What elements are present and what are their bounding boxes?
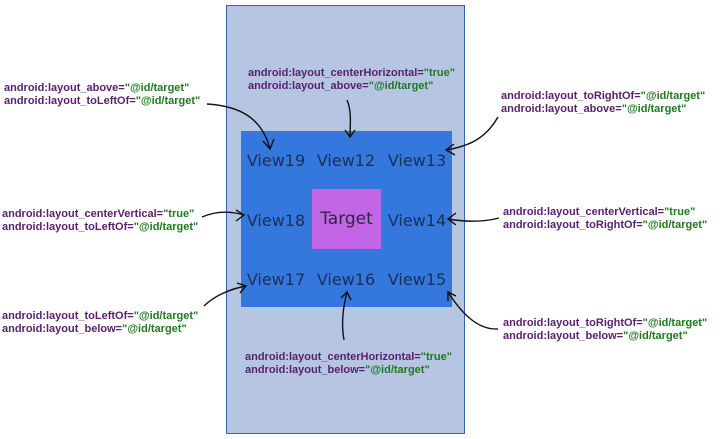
target-view: Target — [312, 189, 381, 249]
annotation-line: android:layout_centerHorizontal="true" — [245, 351, 452, 363]
annotation-line: android:layout_toRightOf="@id/target" — [501, 90, 706, 102]
annotation-line: android:layout_toLeftOf="@id/target" — [2, 310, 199, 322]
annotation-line: android:layout_below="@id/target" — [245, 364, 430, 376]
annotation-line: android:layout_above="@id/target" — [4, 82, 190, 94]
annotation-line: android:layout_above="@id/target" — [501, 103, 687, 115]
annotation-line: android:layout_centerVertical="true" — [503, 206, 696, 218]
arrowhead-view14 — [446, 212, 457, 226]
annotation-view12: android:layout_centerHorizontal="true" a… — [248, 67, 455, 93]
view18-label: View18 — [246, 211, 306, 230]
arrow-view13 — [445, 116, 499, 151]
annotation-view15: android:layout_toRightOf="@id/target" an… — [503, 317, 707, 343]
annotation-line: android:layout_above="@id/target" — [248, 80, 434, 92]
annotation-line: android:layout_toLeftOf="@id/target" — [2, 221, 199, 233]
view12-label: View12 — [316, 151, 376, 170]
annotation-line: android:layout_toLeftOf="@id/target" — [4, 95, 201, 107]
arrowhead-view18 — [235, 209, 246, 222]
arrow-view19 — [206, 103, 271, 150]
arrow-view18 — [201, 211, 245, 218]
annotation-line: android:layout_toRightOf="@id/target" — [503, 219, 708, 231]
arrowhead-view19 — [262, 138, 275, 151]
annotation-view14: android:layout_centerVertical="true" and… — [503, 206, 707, 232]
view13-label: View13 — [387, 151, 447, 170]
annotation-line: android:layout_below="@id/target" — [503, 330, 688, 342]
arrow-view15 — [447, 291, 499, 330]
annotation-view17: android:layout_toLeftOf="@id/target" and… — [2, 310, 198, 336]
annotation-view19: android:layout_above="@id/target" androi… — [4, 82, 200, 108]
view19-label: View19 — [246, 151, 306, 170]
annotation-line: android:layout_centerVertical="true" — [2, 208, 195, 220]
arrow-view14 — [447, 217, 500, 222]
annotation-line: android:layout_toRightOf="@id/target" — [503, 317, 708, 329]
arrow-view12 — [346, 99, 352, 138]
view14-label: View14 — [387, 211, 447, 230]
view15-label: View15 — [387, 270, 447, 289]
annotation-view13: android:layout_toRightOf="@id/target" an… — [501, 90, 705, 116]
annotation-line: android:layout_centerHorizontal="true" — [248, 67, 455, 79]
arrow-view16 — [341, 291, 348, 341]
arrowhead-view17 — [236, 282, 248, 294]
annotation-line: android:layout_below="@id/target" — [2, 323, 187, 335]
view17-label: View17 — [246, 270, 306, 289]
arrowhead-view15 — [447, 290, 457, 301]
arrow-view17 — [203, 285, 247, 307]
annotation-view16: android:layout_centerHorizontal="true" a… — [245, 351, 452, 377]
arrowhead-view13 — [444, 143, 456, 156]
arrowhead-view16 — [340, 290, 352, 301]
arrowhead-view12 — [344, 129, 356, 139]
view16-label: View16 — [316, 270, 376, 289]
annotation-view18: android:layout_centerVertical="true" and… — [2, 208, 198, 234]
